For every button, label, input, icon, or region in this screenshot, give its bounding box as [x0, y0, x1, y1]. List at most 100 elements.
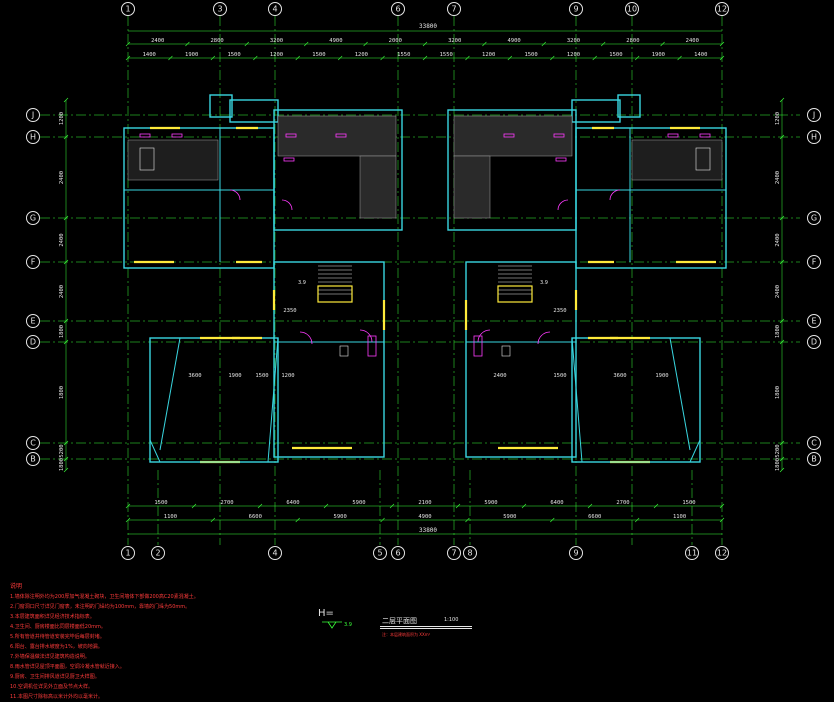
fixture: [335, 133, 347, 138]
dim-left-tick: [63, 456, 69, 462]
dim-top-row2-tick: [677, 55, 682, 61]
height-value: 3.9: [344, 622, 352, 628]
dim-top-row2-tick: [465, 55, 470, 61]
axis-bubble-bottom-label: 7: [451, 549, 456, 558]
dim-top-row1-tick: [125, 41, 131, 47]
dim-right-label: 1800: [775, 386, 781, 399]
axis-bubble-top: 7: [447, 2, 461, 16]
axis-bubble-top-circle: [625, 2, 639, 16]
dim-left-label: 2400: [59, 285, 65, 298]
toilet: [501, 345, 511, 357]
dim-top-row1-label: 2400: [686, 38, 699, 44]
stair-level-left: 3.9: [298, 280, 306, 286]
axis-bubble-left-label: E: [30, 317, 35, 326]
axis-bubble-top-circle: [569, 2, 583, 16]
dim-left-tick: [63, 259, 69, 265]
axis-bubble-right-label: G: [811, 214, 817, 223]
note-item: 11.本图尺寸除标高以米计外均以毫米计。: [10, 694, 103, 700]
dim-bottom-row1-tick: [521, 503, 527, 509]
fixture: [171, 133, 183, 138]
room-dimension-label: 2350: [283, 308, 296, 314]
axis-bubble-bottom: 12: [715, 546, 729, 560]
dim-bottom-row2-tick: [295, 517, 300, 523]
dim-left-label: 1800: [59, 386, 65, 399]
dim-bottom-row2-tick: [210, 517, 216, 523]
dim-top-row1-tick: [363, 41, 368, 47]
dim-top-row2-label: 1550: [440, 52, 453, 58]
dim-left-tick: [63, 134, 69, 140]
stair-level-right: 3.9: [540, 280, 548, 286]
stair-landing: [497, 285, 533, 303]
axis-bubble-top-label: 7: [451, 5, 456, 14]
dim-right-tick: [779, 318, 785, 324]
room-dimension-label: 3600: [613, 373, 626, 379]
dim-top-row2-tick: [507, 55, 513, 61]
dim-left-label: 1200: [59, 112, 65, 125]
axis-bubble-left-circle: [26, 452, 40, 466]
axis-bubble-top-label: 12: [717, 5, 727, 14]
hatch-area: [359, 155, 397, 219]
fixture: [553, 133, 565, 138]
dim-right-label: 5200: [775, 444, 781, 457]
dim-right-tick: [779, 97, 785, 103]
axis-bubble-right-circle: [807, 211, 821, 225]
title-block: H= 3.9 二层平面图 1:100 注：本层建筑面积为 XXm²: [318, 608, 488, 648]
dim-top-row2-tick: [550, 55, 555, 61]
axis-bubble-top-circle: [447, 2, 461, 16]
dim-top-row2-tick: [253, 55, 258, 61]
plan-scale: 1:100: [444, 617, 459, 623]
axis-bubble-left: D: [26, 335, 40, 349]
overall-dimension: 33800 33800: [419, 23, 437, 534]
note-item: 8.雨水管详见屋顶平面图，空调冷凝水管就近接入。: [10, 664, 125, 670]
dim-bottom-row1-tick: [389, 503, 395, 509]
fixture: [139, 133, 151, 138]
axis-bubble-top: 4: [268, 2, 282, 16]
axis-bubble-right-circle: [807, 452, 821, 466]
dim-left-tick: [63, 467, 69, 473]
dim-top-row1-label: 2800: [626, 38, 639, 44]
axis-bubble-bottom-circle: [715, 546, 729, 560]
axis-bubble-bottom-label: 11: [687, 549, 697, 558]
wall-stair-block: [273, 261, 385, 458]
axis-bubble-bottom: 8: [463, 546, 477, 560]
door-swing: [299, 331, 313, 345]
dim-left-tick: [63, 339, 69, 345]
dim-top-row2-label: 1400: [143, 52, 156, 58]
room-dimension-label: 1900: [655, 373, 668, 379]
axis-bubble-bottom-label: 5: [377, 549, 382, 558]
axis-bubble-top-label: 10: [627, 5, 637, 14]
hatch-area: [127, 139, 219, 181]
axis-bubble-bottom-circle: [268, 546, 282, 560]
overall-dimension-top: 33800: [419, 23, 437, 30]
dim-right-tick: [779, 467, 785, 473]
wall-balcony-top: [571, 99, 621, 123]
axis-bubble-right-label: J: [812, 111, 815, 120]
dim-bottom-row1-label: 5900: [352, 500, 365, 506]
wall-balcony-top: [229, 99, 279, 123]
fixture: [699, 133, 711, 138]
dim-top-row2-label: 1900: [652, 52, 665, 58]
dim-bottom-row2-tick: [125, 517, 131, 523]
design-notes: 说明 1.墙体除注明外均为200厚加气混凝土砌块，卫生间墙体下部做200高C20…: [10, 582, 310, 702]
dim-top-row2-label: 1200: [270, 52, 283, 58]
dim-top-row2-tick: [295, 55, 300, 61]
dim-bottom-row2-tick: [719, 517, 725, 523]
axis-bubble-top-circle: [121, 2, 135, 16]
axis-bubble-left-circle: [26, 314, 40, 328]
axis-bubble-bottom: 5: [373, 546, 387, 560]
axis-bubble-bottom-label: 1: [125, 549, 130, 558]
note-item: 2.门窗洞口尺寸详见门窗表，未注明的门垛均为100mm，靠墙的门垛为50mm。: [10, 604, 191, 610]
note-item: 9.厨房、卫生间排风道详见厨卫大样图。: [10, 674, 100, 680]
note-item: 1.墙体除注明外均为200厚加气混凝土砌块，卫生间墙体下部做200高C20素混凝…: [10, 594, 199, 600]
fixture: [555, 157, 567, 162]
axis-bubble-right: B: [807, 452, 821, 466]
toilet: [339, 345, 349, 357]
axis-bubble-top: 1: [121, 2, 135, 16]
dim-top-row1-tick: [719, 41, 725, 47]
dim-bottom-row2-label: 1100: [673, 514, 686, 520]
dim-top-row1-label: 2000: [389, 38, 402, 44]
dim-top-row2-label: 1400: [694, 52, 707, 58]
dim-top-row2-label: 1500: [609, 52, 622, 58]
fixture: [283, 157, 295, 162]
